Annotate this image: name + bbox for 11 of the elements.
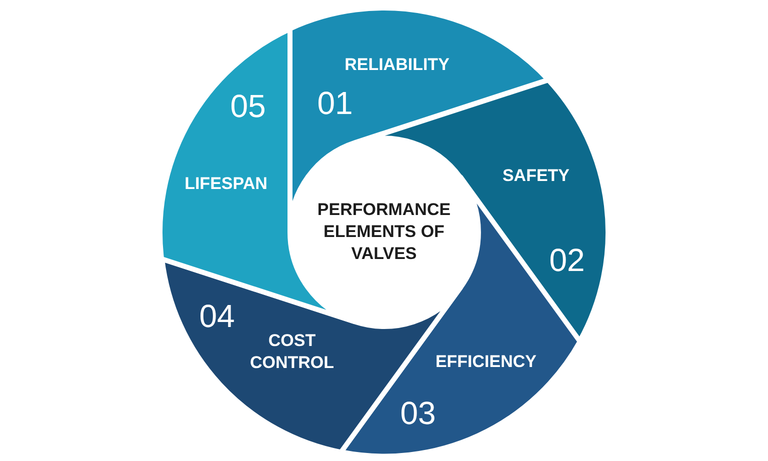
segment-title: COST CONTROL xyxy=(248,330,335,374)
segment-title: RELIABILITY xyxy=(344,54,450,76)
segment-title: SAFETY xyxy=(501,164,571,187)
step-number: 04 xyxy=(198,298,236,334)
step-number: 01 xyxy=(316,84,354,121)
segment-title: EFFICIENCY xyxy=(434,350,538,373)
step-number: 02 xyxy=(548,242,586,278)
center-title: PERFORMANCE ELEMENTS OF VALVES xyxy=(316,199,452,265)
step-number: 03 xyxy=(399,394,437,431)
step-number: 05 xyxy=(229,88,267,124)
segment-title: LIFESPAN xyxy=(184,172,268,195)
